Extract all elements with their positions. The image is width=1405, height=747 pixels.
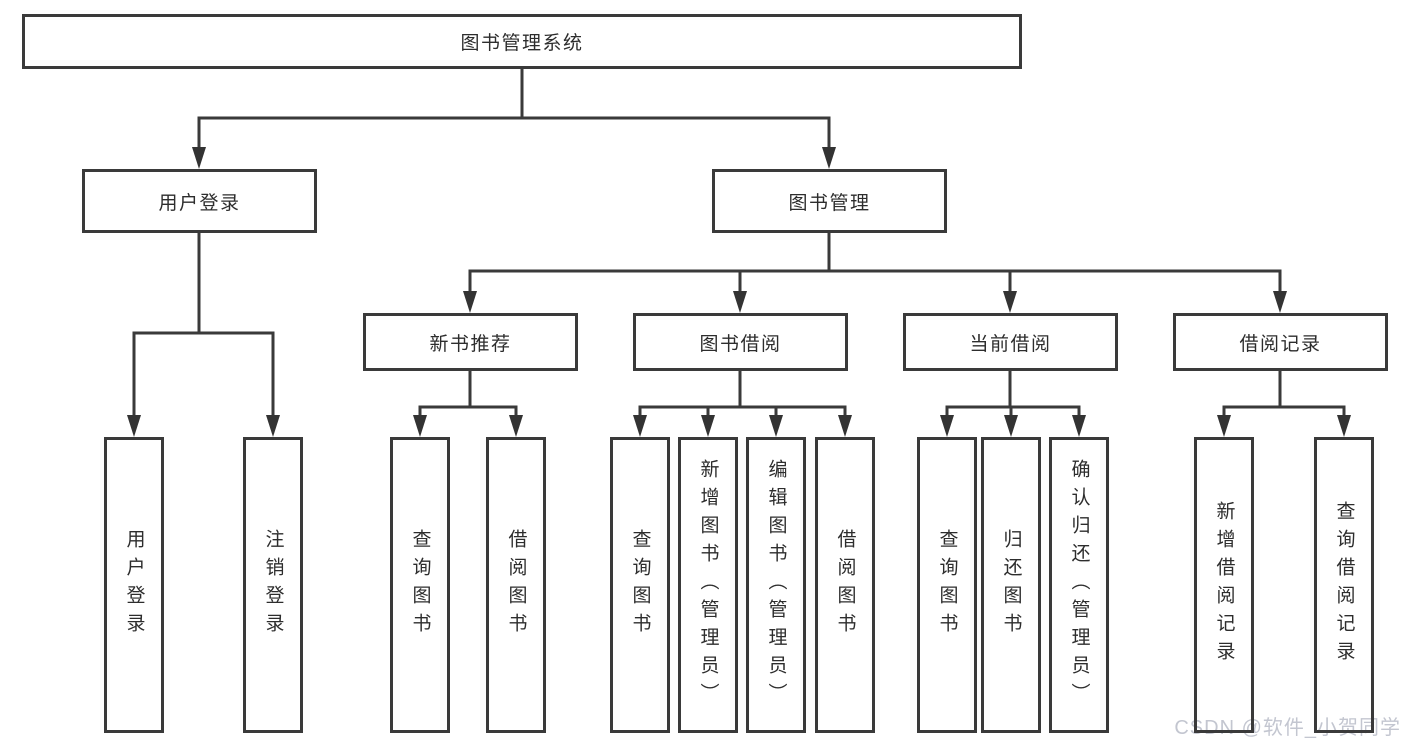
node-current-borrow: 当前借阅 <box>903 313 1118 371</box>
leaf-return-book: 归还图书 <box>981 437 1041 733</box>
connector-borrow-record-children <box>1222 371 1346 421</box>
node-label: 确认归还（管理员） <box>1068 459 1090 711</box>
node-label: 图书管理 <box>788 192 871 214</box>
leaf-user-login: 用户登录 <box>104 437 164 733</box>
arrowhead <box>192 147 206 169</box>
leaf-borrow-books: 借阅图书 <box>815 437 875 733</box>
node-root: 图书管理系统 <box>22 14 1022 69</box>
arrowhead <box>633 415 647 437</box>
connector-root-to-level2 <box>197 69 831 151</box>
node-label: 查询图书 <box>936 529 958 641</box>
leaf-query-books-borrow: 查询图书 <box>610 437 670 733</box>
connector-book-borrow-children <box>638 371 847 421</box>
arrowhead <box>1337 415 1351 437</box>
node-label: 新增图书（管理员） <box>697 459 719 711</box>
node-label: 用户登录 <box>158 192 241 214</box>
arrowhead <box>463 291 477 313</box>
node-book-management: 图书管理 <box>712 169 947 233</box>
arrowhead <box>1217 415 1231 437</box>
arrowhead <box>1072 415 1086 437</box>
leaf-query-books-current: 查询图书 <box>917 437 977 733</box>
arrowhead <box>733 291 747 313</box>
connector-new-book-children <box>418 371 518 421</box>
node-user-login: 用户登录 <box>82 169 317 233</box>
node-label: 查询图书 <box>409 529 431 641</box>
leaf-logout: 注销登录 <box>243 437 303 733</box>
arrowhead <box>838 415 852 437</box>
arrowhead <box>413 415 427 437</box>
node-label: 用户登录 <box>123 529 145 641</box>
node-label: 图书管理系统 <box>460 33 584 54</box>
arrowhead <box>1004 415 1018 437</box>
node-label: 新书推荐 <box>429 333 512 355</box>
arrowhead <box>822 147 836 169</box>
node-label: 查询借阅记录 <box>1333 501 1355 669</box>
node-label: 图书借阅 <box>699 333 782 355</box>
leaf-add-borrow-record: 新增借阅记录 <box>1194 437 1254 733</box>
node-label: 编辑图书（管理员） <box>765 459 787 711</box>
arrowhead <box>266 415 280 437</box>
csdn-watermark: CSDN @软件_小贺同学 <box>1174 717 1401 739</box>
arrowhead <box>769 415 783 437</box>
connector-user-login-children <box>132 233 275 421</box>
leaf-borrow-books-recommend: 借阅图书 <box>486 437 546 733</box>
arrowheads <box>127 147 1351 437</box>
leaf-confirm-return-admin: 确认归还（管理员） <box>1049 437 1109 733</box>
leaf-edit-book-admin: 编辑图书（管理员） <box>746 437 806 733</box>
leaf-add-book-admin: 新增图书（管理员） <box>678 437 738 733</box>
node-label: 当前借阅 <box>969 333 1052 355</box>
arrowhead <box>127 415 141 437</box>
arrowhead <box>1003 291 1017 313</box>
node-label: 查询图书 <box>629 529 651 641</box>
node-label: 借阅图书 <box>834 529 856 641</box>
node-label: 归还图书 <box>1000 529 1022 641</box>
arrowhead <box>940 415 954 437</box>
node-borrow-records: 借阅记录 <box>1173 313 1388 371</box>
arrowhead <box>509 415 523 437</box>
node-label: 注销登录 <box>262 529 284 641</box>
connector-current-borrow-children <box>945 371 1081 421</box>
connector-book-management-to-level3 <box>468 233 1282 295</box>
node-book-borrow: 图书借阅 <box>633 313 848 371</box>
node-label: 新增借阅记录 <box>1213 501 1235 669</box>
leaf-query-borrow-record: 查询借阅记录 <box>1314 437 1374 733</box>
node-label: 借阅图书 <box>505 529 527 641</box>
node-label: 借阅记录 <box>1239 333 1322 355</box>
arrowhead <box>701 415 715 437</box>
arrowhead <box>1273 291 1287 313</box>
node-new-book-recommend: 新书推荐 <box>363 313 578 371</box>
leaf-query-books-recommend: 查询图书 <box>390 437 450 733</box>
